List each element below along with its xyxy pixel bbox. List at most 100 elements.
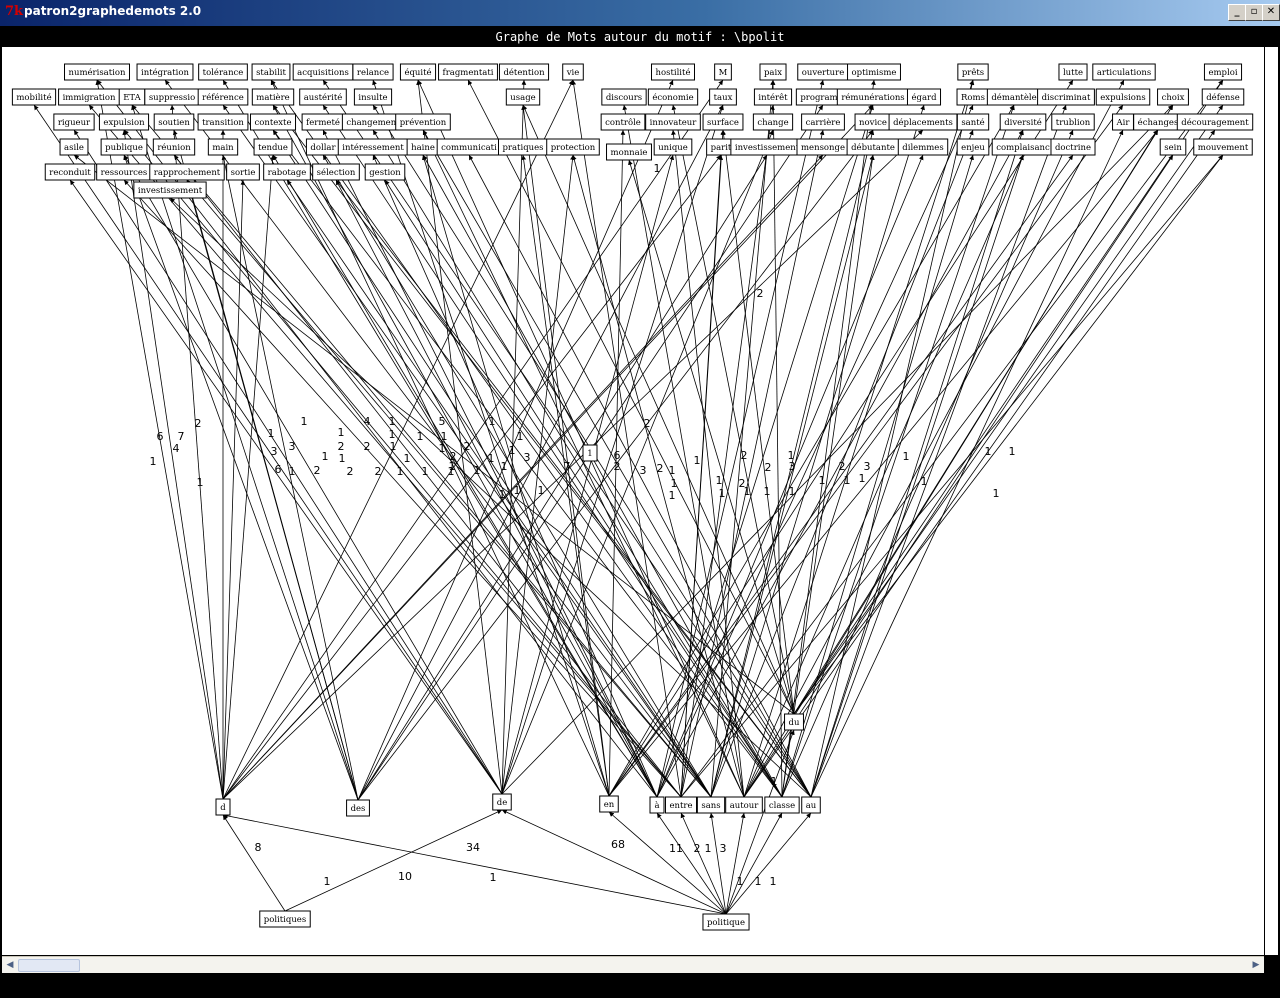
graph-node[interactable]: sortie — [226, 163, 260, 181]
graph-node[interactable]: publique — [100, 138, 148, 156]
graph-node[interactable]: diversité — [999, 113, 1047, 131]
graph-node[interactable]: rapprochement — [149, 163, 225, 181]
graph-node[interactable]: Air — [1112, 113, 1134, 131]
graph-node[interactable]: ETA — [118, 88, 146, 106]
graph-node[interactable]: sélection — [312, 163, 360, 181]
graph-node[interactable]: discriminat — [1037, 88, 1095, 106]
graph-node[interactable]: investissement — [133, 181, 207, 199]
graph-node[interactable]: intégration — [136, 63, 194, 81]
graph-node[interactable]: change — [752, 113, 794, 131]
graph-node[interactable]: relance — [352, 63, 394, 81]
graph-node[interactable]: mobilité — [11, 88, 57, 106]
graph-node[interactable]: asile — [59, 138, 89, 156]
graph-node[interactable]: sans — [696, 796, 726, 814]
graph-node[interactable]: acquisitions — [292, 63, 354, 81]
graph-node[interactable]: expulsions — [1095, 88, 1151, 106]
graph-node[interactable]: contexte — [249, 113, 297, 131]
graph-node[interactable]: défense — [1201, 88, 1245, 106]
graph-node[interactable]: économie — [647, 88, 699, 106]
graph-node[interactable]: lutte — [1058, 63, 1088, 81]
graph-node[interactable]: numérisation — [64, 63, 130, 81]
graph-node[interactable]: ressources — [96, 163, 152, 181]
graph-node[interactable]: égard — [906, 88, 942, 106]
graph-node[interactable]: unique — [653, 138, 693, 156]
minimize-button[interactable]: _ — [1228, 4, 1246, 21]
graph-node[interactable]: mensonge — [796, 138, 850, 156]
graph-node[interactable]: fragmentati — [438, 63, 498, 81]
graph-node[interactable]: dilemmes — [897, 138, 949, 156]
graph-node[interactable]: en — [599, 795, 619, 813]
graph-node[interactable]: 1 — [582, 444, 598, 462]
graph-node[interactable]: réunion — [152, 138, 196, 156]
graph-node[interactable]: optimisme — [847, 63, 901, 81]
graph-node[interactable]: de — [492, 793, 512, 811]
graph-node[interactable]: expulsion — [98, 113, 150, 131]
graph-node[interactable]: taux — [709, 88, 737, 106]
graph-node[interactable]: d — [215, 798, 231, 816]
graph-node[interactable]: stabilit — [251, 63, 291, 81]
graph-node[interactable]: trublion — [1051, 113, 1095, 131]
graph-node[interactable]: choix — [1157, 88, 1189, 106]
graph-node[interactable]: investissement — [730, 138, 804, 156]
graph-node[interactable]: M — [714, 63, 732, 81]
graph-node[interactable]: complaisanc — [991, 138, 1055, 156]
graph-node[interactable]: soutien — [153, 113, 195, 131]
graph-node[interactable]: déplacements — [888, 113, 958, 131]
graph-node[interactable]: novice — [854, 113, 892, 131]
graph-node[interactable]: sein — [1159, 138, 1187, 156]
graph-node[interactable]: politique — [702, 913, 750, 931]
graph-node[interactable]: intérêt — [753, 88, 793, 106]
graph-node[interactable]: communicati — [436, 138, 502, 156]
graph-node[interactable]: équité — [399, 63, 437, 81]
graph-node[interactable]: santé — [956, 113, 990, 131]
graph-node[interactable]: haine — [406, 138, 440, 156]
graph-node[interactable]: classe — [764, 796, 800, 814]
graph-node[interactable]: emploi — [1203, 63, 1243, 81]
graph-node[interactable]: tolérance — [198, 63, 248, 81]
graph-node[interactable]: rigueur — [53, 113, 95, 131]
scroll-thumb[interactable] — [18, 959, 80, 972]
graph-node[interactable]: des — [346, 799, 370, 817]
graph-node[interactable]: autour — [725, 796, 763, 814]
graph-node[interactable]: découragement — [1176, 113, 1254, 131]
graph-node[interactable]: ouverture — [797, 63, 849, 81]
graph-node[interactable]: référence — [197, 88, 249, 106]
graph-node[interactable]: matière — [251, 88, 295, 106]
graph-node[interactable]: fermeté — [301, 113, 345, 131]
graph-node[interactable]: discours — [601, 88, 647, 106]
graph-node[interactable]: articulations — [1092, 63, 1156, 81]
graph-node[interactable]: au — [801, 796, 821, 814]
graph-node[interactable]: débutante — [846, 138, 900, 156]
graph-node[interactable]: reconduit — [44, 163, 96, 181]
graph-node[interactable]: innovateur — [645, 113, 701, 131]
graph-node[interactable]: vie — [562, 63, 584, 81]
graph-node[interactable]: austérité — [299, 88, 347, 106]
graph-node[interactable]: Roms — [956, 88, 990, 106]
graph-node[interactable]: transition — [197, 113, 249, 131]
graph-node[interactable]: politiques — [259, 910, 311, 928]
graph-node[interactable]: contrôle — [600, 113, 646, 131]
graph-node[interactable]: intéressement — [337, 138, 409, 156]
graph-node[interactable]: entre — [664, 796, 698, 814]
scroll-left-icon[interactable]: ◀ — [6, 960, 14, 970]
graph-node[interactable]: immigration — [58, 88, 120, 106]
maximize-button[interactable]: ▫ — [1245, 4, 1263, 21]
graph-node[interactable]: surface — [702, 113, 744, 131]
graph-node[interactable]: démantèle — [986, 88, 1042, 106]
graph-node[interactable]: monnaie — [606, 143, 652, 161]
graph-node[interactable]: rabotage — [263, 163, 311, 181]
graph-node[interactable]: insulte — [353, 88, 393, 106]
graph-node[interactable]: rémunérations — [836, 88, 910, 106]
graph-node[interactable]: à — [649, 796, 665, 814]
graph-node[interactable]: prévention — [395, 113, 451, 131]
graph-node[interactable]: pratiques — [497, 138, 549, 156]
vertical-scrollbar[interactable] — [1265, 47, 1278, 955]
graph-node[interactable]: usage — [505, 88, 541, 106]
graph-node[interactable]: du — [784, 713, 804, 731]
graph-node[interactable]: enjeu — [956, 138, 990, 156]
close-button[interactable]: ✕ — [1262, 4, 1280, 21]
graph-node[interactable]: suppressio — [144, 88, 200, 106]
graph-node[interactable]: paix — [759, 63, 787, 81]
graph-node[interactable]: mouvement — [1193, 138, 1253, 156]
